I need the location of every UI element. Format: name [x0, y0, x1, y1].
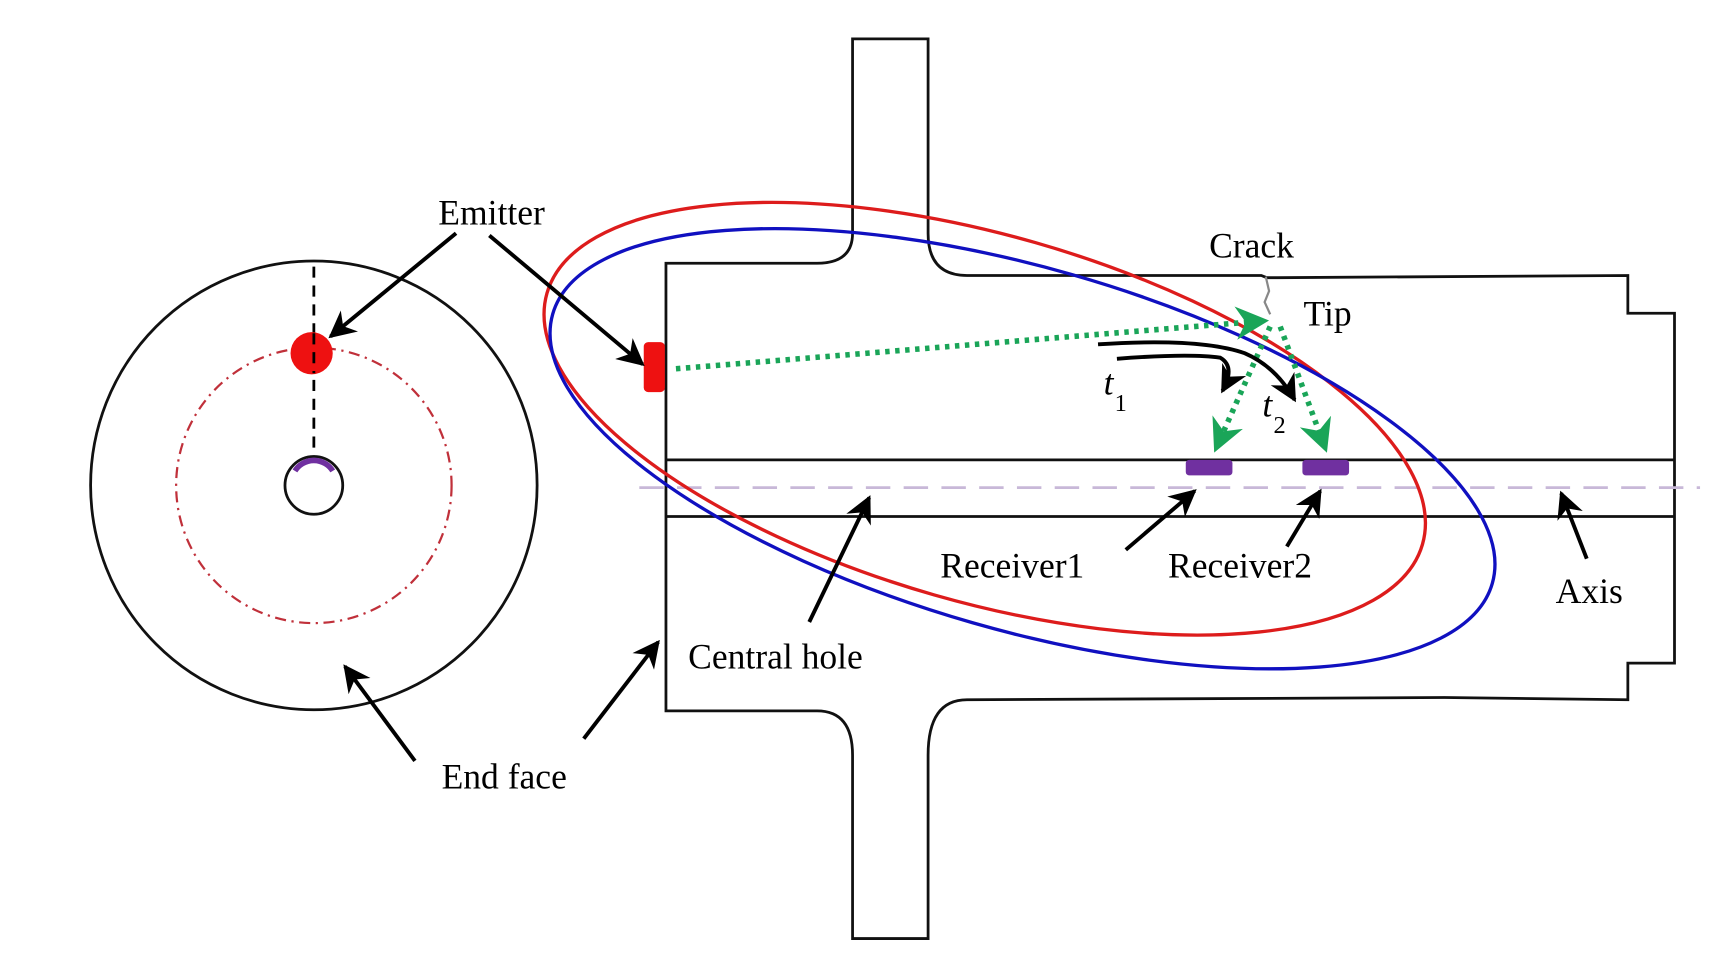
end-face-outer-circle: [89, 259, 539, 712]
t2-arrow: [1097, 340, 1297, 403]
emitter-leader-right: [488, 233, 645, 367]
receiver1-transducer: [1185, 459, 1233, 476]
crack-line: [1263, 276, 1272, 315]
emitter-leader-left: [328, 231, 458, 339]
receiver2-transducer: [1302, 459, 1350, 476]
wave-paths: [675, 306, 1331, 453]
label-axis: Axis: [1556, 571, 1623, 611]
end-face-leader-left: [343, 664, 417, 763]
axis-leader: [1557, 490, 1589, 560]
receiver1-leader: [1124, 489, 1197, 552]
emitter-transducer: [643, 342, 665, 393]
ellipse-t1-red: [542, 200, 1428, 637]
label-crack: Crack: [1209, 226, 1294, 266]
end-face-view: [89, 259, 539, 712]
incident-wave-path: [675, 306, 1270, 372]
label-emitter: Emitter: [438, 192, 545, 232]
ellipse-t2-blue: [548, 226, 1497, 671]
receiver2-leader: [1285, 488, 1322, 548]
label-t1: t: [1104, 362, 1115, 402]
central-hole-circle: [283, 455, 345, 516]
label-t1-subscript: 1: [1115, 390, 1127, 417]
label-receiver1: Receiver1: [940, 546, 1084, 586]
label-t2-subscript: 2: [1274, 412, 1286, 439]
central-hole-leader: [807, 495, 871, 623]
diffracted-path-receiver1: [1212, 325, 1273, 453]
leader-arrows: [328, 231, 1589, 763]
pcd-dash-dot-circle: [175, 346, 453, 625]
label-central-hole: Central hole: [688, 637, 863, 677]
label-tip: Tip: [1304, 293, 1352, 333]
end-face-leader-right: [582, 639, 660, 740]
label-t2: t: [1262, 385, 1273, 425]
label-receiver2: Receiver2: [1168, 546, 1312, 586]
receiver-arc-end-view: [292, 457, 336, 473]
t1-arrow: [1116, 353, 1247, 394]
emitter-dot: [290, 332, 333, 375]
label-end-face: End face: [442, 757, 567, 797]
diffracted-path-receiver2: [1277, 325, 1331, 453]
